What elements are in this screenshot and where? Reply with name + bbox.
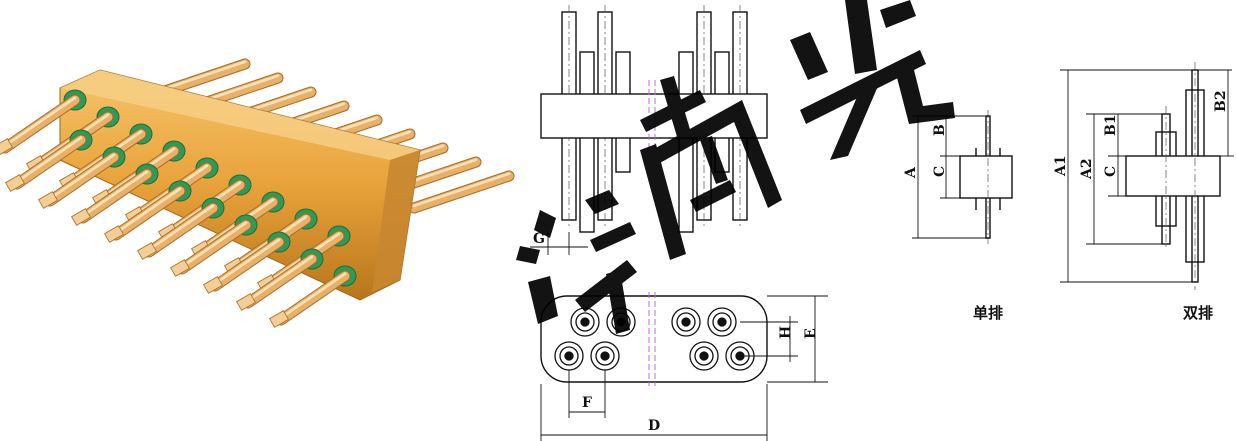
- front-pin: [110, 185, 186, 241]
- caption-single-row: 单排: [973, 304, 1003, 322]
- front-pin: [11, 134, 87, 190]
- pin-tip: [137, 242, 157, 260]
- dim-label-e: E: [803, 328, 819, 339]
- pin-tip: [170, 259, 190, 277]
- pin-tip: [0, 138, 13, 156]
- pin-tip: [236, 293, 256, 311]
- contact-hole: [564, 351, 574, 361]
- dim-label-a2: A2: [1079, 158, 1095, 180]
- dim-label-g: G: [533, 231, 545, 247]
- front-pin: [143, 202, 219, 258]
- front-pin: [44, 151, 120, 207]
- dim-label-b2: B2: [1213, 90, 1229, 112]
- dim-label-f: F: [582, 395, 592, 411]
- dim-label-c: C: [932, 166, 948, 177]
- contact-hole: [580, 317, 590, 327]
- contact-hole: [717, 317, 727, 327]
- pin-tip: [104, 225, 124, 243]
- front-pin: [176, 219, 252, 275]
- dim-label-b: B: [932, 124, 948, 136]
- top-view-drawing: H E F D: [540, 292, 828, 441]
- dim-label-a1: A1: [1053, 155, 1069, 177]
- dim-label-d: D: [648, 418, 660, 434]
- contact-hole: [600, 351, 610, 361]
- dim-label-b1: B1: [1103, 114, 1119, 136]
- front-pin: [0, 94, 81, 154]
- dim-label-h: H: [778, 326, 794, 339]
- back-pin: [408, 170, 515, 214]
- pin-tip: [38, 191, 58, 209]
- dim-label-a: A: [903, 166, 919, 179]
- double-row-drawing: A1 A2 B1 C B2 双排: [1053, 62, 1234, 322]
- watermark: [516, 0, 955, 334]
- dim-label-c-double: C: [1103, 166, 1119, 177]
- pin-tip: [5, 174, 25, 192]
- contact-hole: [681, 317, 691, 327]
- front-pin: [242, 253, 318, 309]
- pin-tip: [71, 208, 91, 226]
- front-pin: [77, 168, 153, 224]
- pin-tip: [203, 276, 223, 294]
- contact-hole: [699, 351, 709, 361]
- pin-tip: [269, 310, 289, 328]
- front-pin: [209, 236, 285, 292]
- single-row-drawing: A B C 单排: [903, 110, 1013, 322]
- connector-photo: [0, 58, 515, 328]
- caption-double-row: 双排: [1183, 304, 1213, 322]
- front-pin: [275, 270, 351, 326]
